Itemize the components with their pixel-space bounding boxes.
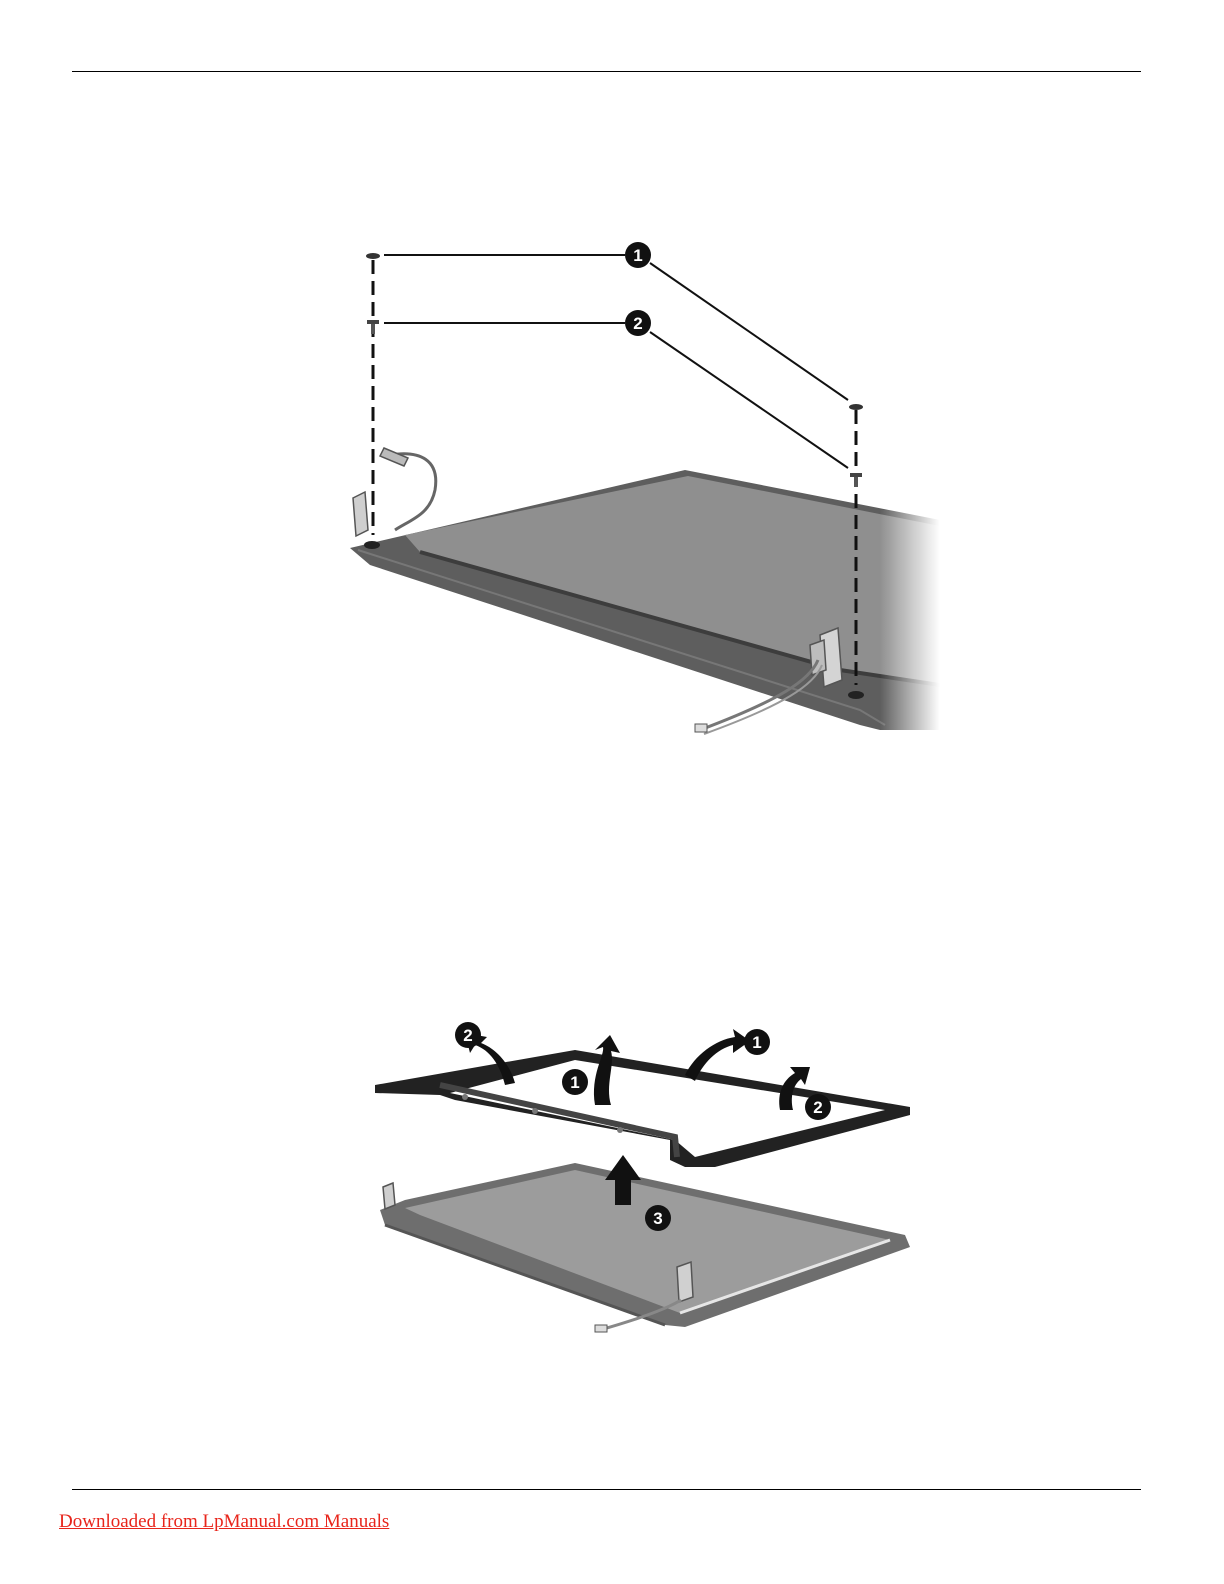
right-screw-cover [849,404,863,410]
svg-text:1: 1 [752,1033,761,1052]
callout-3: 3 [645,1205,671,1231]
footer-rule [72,1489,1141,1490]
callout-2-right: 2 [805,1094,831,1120]
svg-text:2: 2 [633,314,642,333]
svg-text:1: 1 [633,246,642,265]
bezel-removal-illustration: 1 1 2 2 3 [365,1015,925,1355]
display-panel [350,470,940,740]
callout-2: 2 [625,310,651,336]
callout-1-center: 1 [562,1069,588,1095]
header-rule [72,71,1141,72]
callout-2-left: 2 [455,1022,481,1048]
left-hinge [353,492,380,549]
screw-removal-drawing: 1 2 [340,230,940,750]
bezel-removal-drawing: 1 1 2 2 3 [365,1015,925,1355]
svg-text:3: 3 [653,1209,662,1228]
callout-1-right: 1 [744,1029,770,1055]
svg-text:1: 1 [570,1073,579,1092]
right-screw [850,473,862,487]
left-screw-cover [366,253,380,259]
svg-text:2: 2 [813,1098,822,1117]
arrow-lift-top-right [685,1029,750,1081]
wireless-cable [380,448,436,530]
svg-text:2: 2 [463,1026,472,1045]
display-panel [380,1163,910,1332]
screw-removal-illustration: 1 2 [340,230,940,750]
footer-download-link[interactable]: Downloaded from LpManual.com Manuals [59,1511,389,1533]
callout-1: 1 [625,242,651,268]
left-screw [367,320,379,334]
